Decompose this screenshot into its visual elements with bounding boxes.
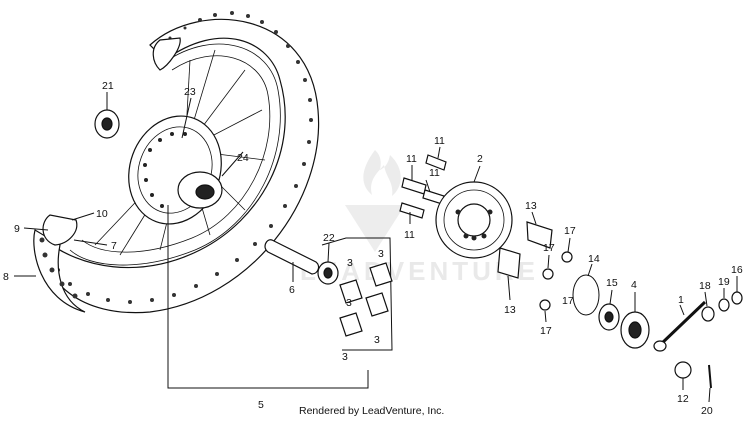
bearing-15 xyxy=(598,303,620,331)
footer-credit: Rendered by LeadVenture, Inc. xyxy=(299,405,444,417)
callout-3e: 3 xyxy=(342,351,348,363)
damper-group xyxy=(321,237,393,351)
callout-3c: 3 xyxy=(346,297,352,309)
callout-13a: 13 xyxy=(525,200,537,212)
axle-sleeve xyxy=(264,239,320,275)
callout-13b: 13 xyxy=(504,304,516,316)
damper-3d xyxy=(339,312,363,337)
bracket-5-line xyxy=(167,205,369,389)
callout-5: 5 xyxy=(258,399,264,411)
leader-lines xyxy=(14,92,738,403)
bearing-22 xyxy=(317,261,339,285)
inner-tube xyxy=(42,214,78,246)
callout-11c: 11 xyxy=(429,167,440,179)
callout-21: 21 xyxy=(102,80,114,92)
watermark: LEADVENTURE xyxy=(300,150,539,286)
callout-14: 14 xyxy=(588,253,600,265)
callout-18: 18 xyxy=(699,280,711,292)
callout-17b: 17 xyxy=(543,242,555,254)
callout-11a: 11 xyxy=(434,135,445,147)
nut-17a xyxy=(561,251,573,263)
castle-nut xyxy=(674,361,692,379)
callouts: 21 23 24 9 10 7 8 6 22 3 3 3 3 3 5 11 11… xyxy=(3,80,743,417)
callout-24: 24 xyxy=(237,152,249,164)
tire-section xyxy=(33,229,86,313)
damper-3b xyxy=(369,262,393,287)
lock-plate-lower xyxy=(497,247,521,279)
callout-3a: 3 xyxy=(378,248,384,260)
cap-16 xyxy=(731,291,743,305)
callout-11b: 11 xyxy=(406,153,417,165)
axle-bolt xyxy=(653,300,707,352)
collar xyxy=(620,311,650,349)
cotter-pin xyxy=(708,364,712,389)
callout-23: 23 xyxy=(184,86,196,98)
callout-17c: 17 xyxy=(562,295,574,307)
callout-3b: 3 xyxy=(347,257,353,269)
tire-tread xyxy=(56,11,313,304)
damper-3c xyxy=(365,292,389,317)
nut-17b xyxy=(542,268,554,280)
callout-3d: 3 xyxy=(374,334,380,346)
bearing-21 xyxy=(94,109,120,139)
callout-17a: 17 xyxy=(564,225,576,237)
callout-4: 4 xyxy=(631,279,637,291)
circlip xyxy=(572,274,600,316)
callout-19: 19 xyxy=(718,276,730,288)
callout-2: 2 xyxy=(477,153,483,165)
callout-10: 10 xyxy=(96,208,108,220)
wheel-assembly xyxy=(33,11,320,314)
nut-19 xyxy=(718,298,730,312)
rim-band xyxy=(152,37,181,71)
callout-7: 7 xyxy=(111,240,117,252)
callout-1: 1 xyxy=(678,294,684,306)
callout-12: 12 xyxy=(677,393,689,405)
stud-bolts xyxy=(399,154,447,219)
wheel-hub xyxy=(128,115,222,225)
callout-9: 9 xyxy=(14,223,20,235)
callout-17d: 17 xyxy=(540,325,552,337)
sprocket xyxy=(435,181,513,259)
watermark-text: LEADVENTURE xyxy=(300,256,539,286)
washer-18 xyxy=(701,306,715,322)
lock-plate-upper xyxy=(526,221,553,249)
callout-6: 6 xyxy=(289,284,295,296)
callout-22: 22 xyxy=(323,232,335,244)
callout-15: 15 xyxy=(606,277,618,289)
callout-20: 20 xyxy=(701,405,713,417)
callout-8: 8 xyxy=(3,271,9,283)
damper-3a xyxy=(339,279,363,304)
callout-11d: 11 xyxy=(404,229,415,241)
callout-16: 16 xyxy=(731,264,743,276)
nut-17c xyxy=(539,299,551,311)
